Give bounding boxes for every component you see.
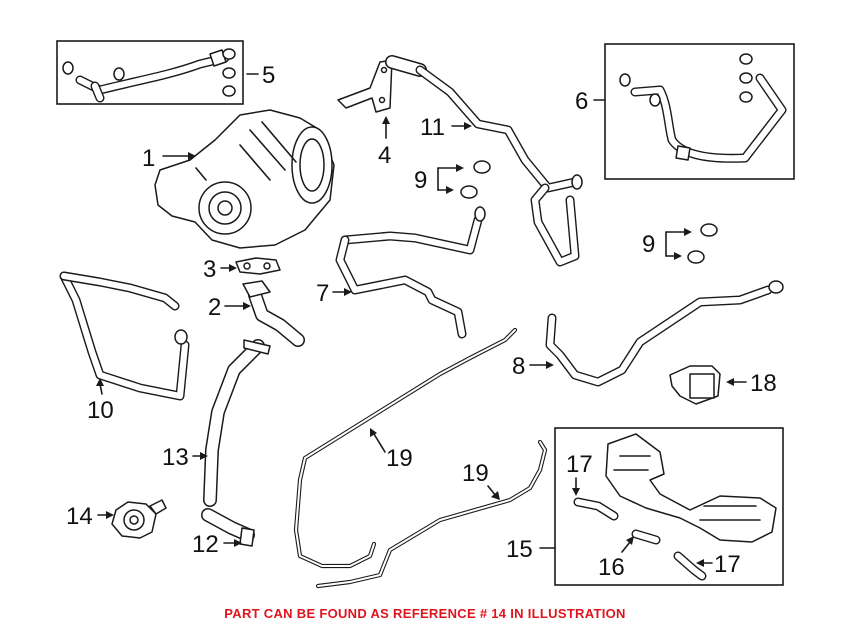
turbocharger-icon [154,109,335,249]
part-9-o-rings-upper-icon [460,160,491,199]
callout-5: 5 [262,62,275,89]
callout-12: 12 [192,531,219,558]
part-17-hose-upper-icon [573,497,619,521]
part-4-bracket-icon [337,59,393,113]
water-pump-icon [111,499,167,539]
callout-6: 6 [575,88,588,115]
part-6-oil-line-icon [619,53,787,163]
leader-lines [96,73,747,567]
callout-19-right: 19 [462,460,489,487]
callout-14: 14 [66,503,93,530]
callout-4: 4 [378,142,391,169]
callout-7: 7 [316,280,329,307]
callout-9-lower: 9 [642,231,655,258]
part-5-oil-line-icon [62,48,236,103]
part-17-hose-lower-icon [673,551,707,581]
part-11-coolant-hose-icon [385,55,583,267]
part-15-box [554,427,784,586]
callout-15: 15 [506,536,533,563]
part-5-box [56,40,244,105]
callout-13: 13 [162,444,189,471]
part-10-oil-line-icon [59,271,190,401]
part-9-o-rings-lower-icon [687,223,718,264]
reference-note: PART CAN BE FOUND AS REFERENCE # 14 IN I… [224,606,626,621]
part-6-box [604,43,795,180]
callout-3: 3 [203,256,216,283]
callout-16: 16 [598,554,625,581]
callout-1: 1 [142,145,155,172]
callout-labels: 1 2 3 4 5 6 7 8 9 9 10 11 12 13 14 15 16… [66,62,777,581]
part-7-coolant-line-icon [335,206,486,339]
part-8-oil-line-icon [545,280,784,387]
callout-11: 11 [420,114,445,141]
part-13-coolant-hose-icon [203,339,271,507]
part-12-coolant-hose-icon [201,508,255,547]
callout-10: 10 [87,397,114,424]
callout-9-upper: 9 [414,167,427,194]
callout-19-left: 19 [386,445,413,472]
part-16-hose-icon [631,529,661,545]
vacuum-valve-icon [669,365,721,405]
callout-18: 18 [750,370,777,397]
callout-2: 2 [208,294,221,321]
part-3-gasket-icon [235,257,281,275]
callout-17-lower: 17 [714,551,741,578]
part-19-tube-left-icon [293,327,518,569]
reservoir-icon [605,433,777,543]
part-19-tube-right-icon [315,439,548,589]
callout-17-upper: 17 [566,451,593,478]
callout-8: 8 [512,353,525,380]
part-2-coolant-pipe-icon [242,280,305,347]
